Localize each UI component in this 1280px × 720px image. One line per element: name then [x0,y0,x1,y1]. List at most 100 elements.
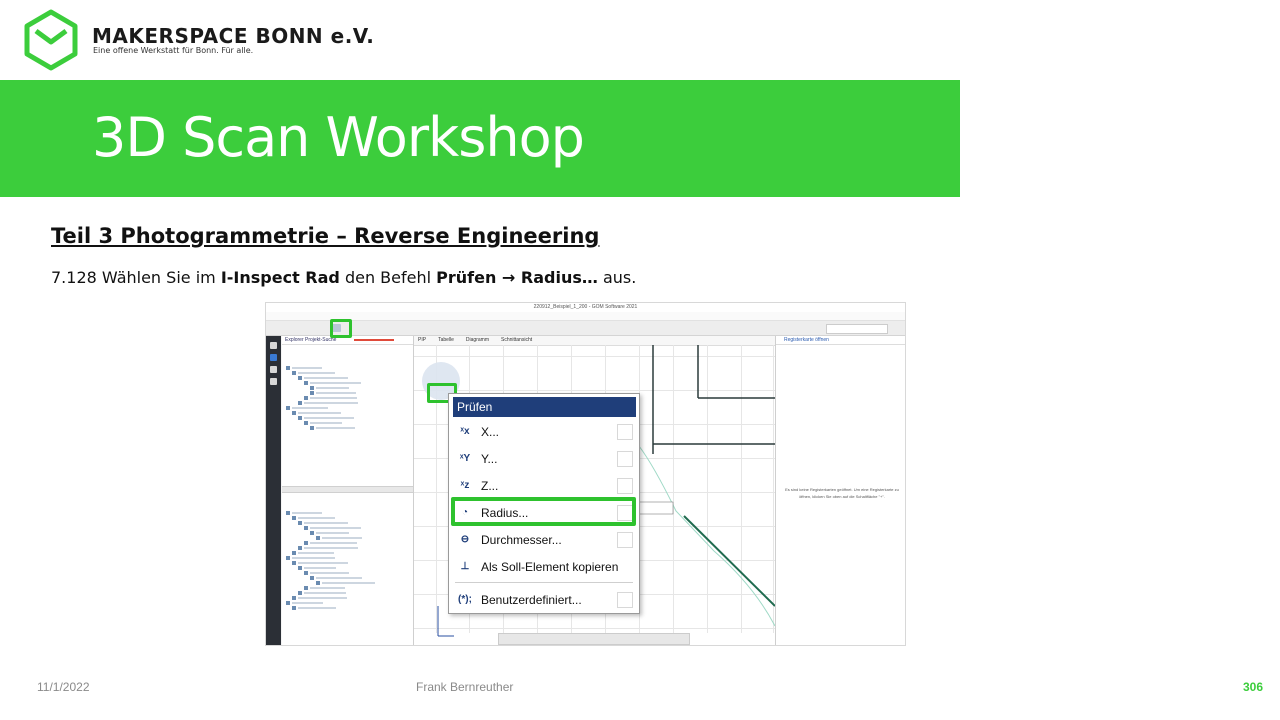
tree-node-label[interactable] [292,407,328,409]
context-menu-label: Radius... [481,506,529,520]
shortcut-box [617,532,633,548]
radius-highlight [451,497,636,526]
context-menu-item[interactable]: ◔ Radius... [453,501,635,525]
tree-node-label[interactable] [322,537,362,539]
tree-node-label[interactable] [316,532,349,534]
tree-node-label[interactable] [304,592,346,594]
context-menu-item[interactable]: (*);Benutzerdefiniert... [453,588,635,612]
tree-node-icon[interactable] [298,401,302,405]
search-icon[interactable] [270,354,277,361]
tree-node-label[interactable] [292,557,335,559]
tree-node-label[interactable] [304,522,348,524]
view-tab[interactable]: PIP [418,337,427,343]
tree-node-icon[interactable] [304,381,308,385]
tree-node-icon[interactable] [286,601,290,605]
tree-node-icon[interactable] [298,416,302,420]
tree-node-label[interactable] [298,562,348,564]
tree-node-label[interactable] [310,422,342,424]
grid-line [436,345,437,633]
tree-node-icon[interactable] [304,541,308,545]
tree-node-label[interactable] [310,572,349,574]
view-tab[interactable]: Diagramm [465,337,489,343]
window-title: 220912_Beispiel_1_200 - GOM Software 202… [266,303,905,312]
tree-node-icon[interactable] [298,521,302,525]
tree-node-icon[interactable] [316,536,320,540]
tree-node-icon[interactable] [310,531,314,535]
tree-node-label[interactable] [304,567,336,569]
tree-node-label[interactable] [310,397,357,399]
explorer-tabs[interactable]: Explorer Projekt-Suche [282,336,413,345]
tree-node-label[interactable] [316,577,362,579]
tree-node-label[interactable] [298,607,336,609]
context-menu-item[interactable]: ˣY Y... [453,447,635,471]
tree-node-label[interactable] [322,582,375,584]
tree-node-icon[interactable] [310,391,314,395]
tree-node-label[interactable] [310,542,357,544]
context-menu-item[interactable]: ⊥Als Soll-Element kopieren [453,555,635,579]
tree-node-icon[interactable] [292,606,296,610]
tree-node-icon[interactable] [292,596,296,600]
tree-node-icon[interactable] [292,411,296,415]
context-menu-label: Z... [481,479,499,493]
tree-node-icon[interactable] [298,591,302,595]
tree-node-icon[interactable] [286,366,290,370]
tree-node-icon[interactable] [304,586,308,590]
tree-node-icon[interactable] [292,551,296,555]
tree-node-label[interactable] [298,552,334,554]
tree-node-icon[interactable] [292,371,296,375]
view-tab[interactable]: Schnittansicht [500,337,533,343]
explorer-panel: Explorer Projekt-Suche [282,336,414,645]
grid-icon[interactable] [270,378,277,385]
arrow-icon: → [496,268,521,287]
tree-node-label[interactable] [316,392,356,394]
tree-node-label[interactable] [292,602,323,604]
tree-node-label[interactable] [298,517,335,519]
tree-node-label[interactable] [304,547,358,549]
tree-node-icon[interactable] [316,581,320,585]
tree-node-icon[interactable] [286,511,290,515]
tree-node-label[interactable] [304,402,358,404]
tree-node-icon[interactable] [310,576,314,580]
inspect-tool-icon[interactable] [332,324,341,332]
tree-node-icon[interactable] [304,526,308,530]
tree-node-label[interactable] [304,417,354,419]
context-menu-item[interactable]: ⊖Durchmesser... [453,528,635,552]
tree-node-label[interactable] [316,387,349,389]
tree-node-icon[interactable] [304,571,308,575]
tree-node-icon[interactable] [292,516,296,520]
alignment-selector[interactable] [826,324,888,334]
tree-node-icon[interactable] [310,386,314,390]
tree-node-icon[interactable] [286,406,290,410]
tree-node-icon[interactable] [298,566,302,570]
tree-node-icon[interactable] [298,546,302,550]
tree-node-icon[interactable] [310,426,314,430]
view-bottom-toolbar[interactable] [498,633,690,645]
y-axis-icon: ˣY [459,453,471,464]
tree-node-label[interactable] [298,372,335,374]
view-tab[interactable]: Tabelle [438,337,454,343]
tree-node-label[interactable] [298,412,341,414]
tree-node-icon[interactable] [304,421,308,425]
tree-node-icon[interactable] [304,396,308,400]
tree-node-icon[interactable] [298,376,302,380]
context-menu-label: Y... [481,452,498,466]
tree-node-icon[interactable] [292,561,296,565]
open-tab-button[interactable]: Registerkarte öffnen [776,336,905,345]
tree-node-label[interactable] [292,512,322,514]
tree-node-icon[interactable] [286,556,290,560]
b-icon[interactable] [270,366,277,373]
tree-node-label[interactable] [310,527,361,529]
tree-node-label[interactable] [304,377,348,379]
radius-icon: ◔ [461,507,469,518]
tree-node-label[interactable] [316,427,355,429]
tree-node-label[interactable] [298,597,347,599]
shortcut-box [617,424,633,440]
panel-splitter[interactable] [282,486,413,493]
tree-node-label[interactable] [310,587,345,589]
home-icon[interactable] [270,342,277,349]
tree-node-label[interactable] [292,367,322,369]
tree-node-label[interactable] [310,382,361,384]
